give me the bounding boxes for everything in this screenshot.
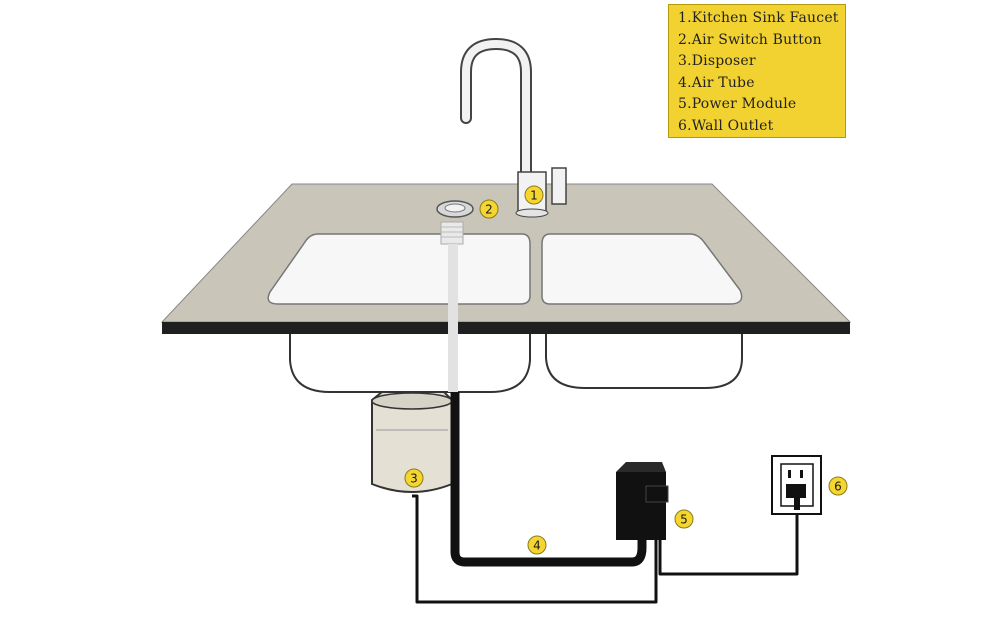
outlet-cord [658, 510, 799, 576]
legend-item-air-switch: 2.Air Switch Button [678, 31, 822, 48]
callout-number: 3 [410, 472, 418, 486]
legend-box: 1.Kitchen Sink Faucet 2.Air Switch Butto… [668, 4, 846, 138]
legend-item-wall-outlet: 6.Wall Outlet [678, 117, 774, 134]
callout-number: 5 [680, 513, 688, 527]
legend-item-air-tube: 4.Air Tube [678, 74, 755, 91]
callout-badge-3: 3 [404, 468, 424, 488]
callout-badge-5: 5 [674, 509, 694, 529]
callout-badge-4: 4 [527, 535, 547, 555]
callout-badge-2: 2 [479, 199, 499, 219]
callout-badge-6: 6 [828, 476, 848, 496]
air-switch-assembly [436, 200, 474, 392]
disposer-cord [412, 494, 658, 604]
sink-bowls [289, 333, 743, 393]
plug [786, 484, 806, 498]
right-basin-opening [541, 233, 743, 305]
kitchen-sink-faucet [460, 37, 567, 218]
disposer [371, 391, 453, 493]
faucet-handle [551, 167, 567, 205]
callout-number: 6 [834, 480, 842, 494]
callout-badge-1: 1 [524, 185, 544, 205]
air-tube [450, 392, 647, 567]
power-module [616, 462, 669, 540]
left-basin-opening [267, 233, 531, 305]
callout-number: 4 [533, 539, 541, 553]
callout-number: 2 [485, 203, 493, 217]
legend-item-faucet: 1.Kitchen Sink Faucet [678, 10, 839, 26]
legend-item-disposer: 3.Disposer [678, 53, 756, 69]
callout-number: 1 [530, 189, 538, 203]
wall-outlet [771, 455, 822, 515]
legend-item-power-module: 5.Power Module [678, 96, 797, 112]
countertop [160, 183, 852, 334]
